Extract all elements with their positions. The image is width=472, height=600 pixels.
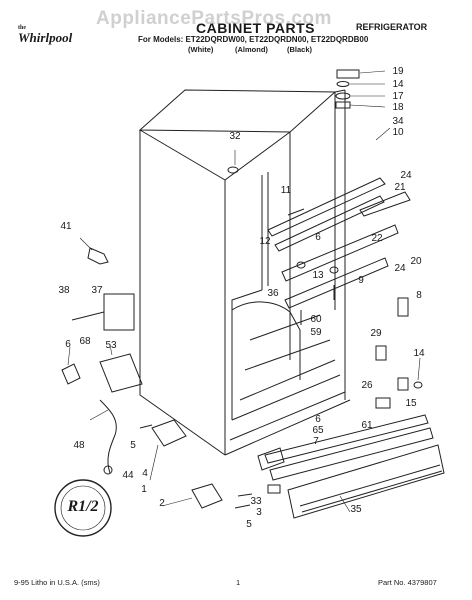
callout-17: 17 [392, 91, 404, 102]
callout-33: 33 [250, 496, 262, 507]
callout-6: 6 [315, 232, 321, 243]
callout-8: 8 [416, 290, 422, 301]
callout-3: 3 [256, 507, 262, 518]
footer-part-number: Part No. 4379807 [378, 578, 437, 587]
models-line: For Models: ET22DQRDW00, ET22DQRDN00, ET… [138, 35, 369, 44]
callout-21: 21 [394, 182, 406, 193]
callout-32: 32 [229, 131, 241, 142]
page-title: CABINET PARTS [196, 20, 316, 36]
callout-35: 35 [350, 504, 362, 515]
callout-5b: 5 [246, 519, 252, 530]
callout-14: 14 [392, 79, 404, 90]
callout-2: 2 [159, 498, 165, 509]
callout-29: 29 [370, 328, 382, 339]
callout-20: 20 [410, 256, 422, 267]
callout-13: 13 [312, 270, 324, 281]
callout-14b: 14 [413, 348, 425, 359]
callout-9: 9 [358, 275, 364, 286]
watermark-text: AppliancePartsPros.com [96, 8, 332, 29]
callout-65: 65 [312, 425, 324, 436]
callout-24: 24 [400, 170, 412, 181]
callout-38: 38 [58, 285, 70, 296]
callout-12: 12 [259, 236, 271, 247]
color-white: (White) [188, 45, 214, 54]
callout-6c: 6 [315, 414, 321, 425]
callout-18: 18 [392, 102, 404, 113]
callout-11: 11 [280, 185, 292, 196]
callout-34: 34 [392, 116, 404, 127]
callout-15: 15 [405, 398, 417, 409]
callout-68: 68 [79, 336, 91, 347]
footer-page-number: 1 [236, 578, 241, 587]
callout-53: 53 [105, 340, 117, 351]
callout-36: 36 [267, 288, 279, 299]
leader-lines [67, 70, 421, 513]
callout-6b: 6 [65, 339, 71, 350]
color-black: (Black) [287, 45, 313, 54]
cabinet-shell [138, 89, 351, 456]
logo-prefix: the [18, 25, 26, 31]
product-label: REFRIGERATOR [356, 22, 428, 32]
callout-7: 7 [313, 436, 319, 447]
small-parts [61, 69, 445, 519]
callout-1: 1 [141, 484, 147, 495]
callout-19: 19 [392, 66, 404, 77]
footer-print-info: 9-95 Litho in U.S.A. (sms) [14, 578, 100, 587]
callout-48: 48 [73, 440, 85, 451]
callout-24b: 24 [394, 263, 406, 274]
logo-name: Whirlpool [18, 30, 73, 45]
callout-5: 5 [130, 440, 136, 451]
callout-61: 61 [361, 420, 373, 431]
callout-4: 4 [142, 468, 148, 479]
callout-60: 60 [310, 314, 322, 325]
seal-badge [54, 479, 112, 537]
callout-44: 44 [122, 470, 134, 481]
whirlpool-logo: the Whirlpool [18, 25, 73, 46]
callout-59: 59 [310, 327, 322, 338]
seal-text: R1/2 [67, 498, 99, 515]
callout-22: 22 [371, 233, 383, 244]
callout-37: 37 [91, 285, 103, 296]
callout-26: 26 [361, 380, 373, 391]
color-almond: (Almond) [235, 45, 268, 54]
callout-10: 10 [392, 127, 404, 138]
rail-parts [267, 177, 411, 309]
callout-41: 41 [60, 221, 72, 232]
